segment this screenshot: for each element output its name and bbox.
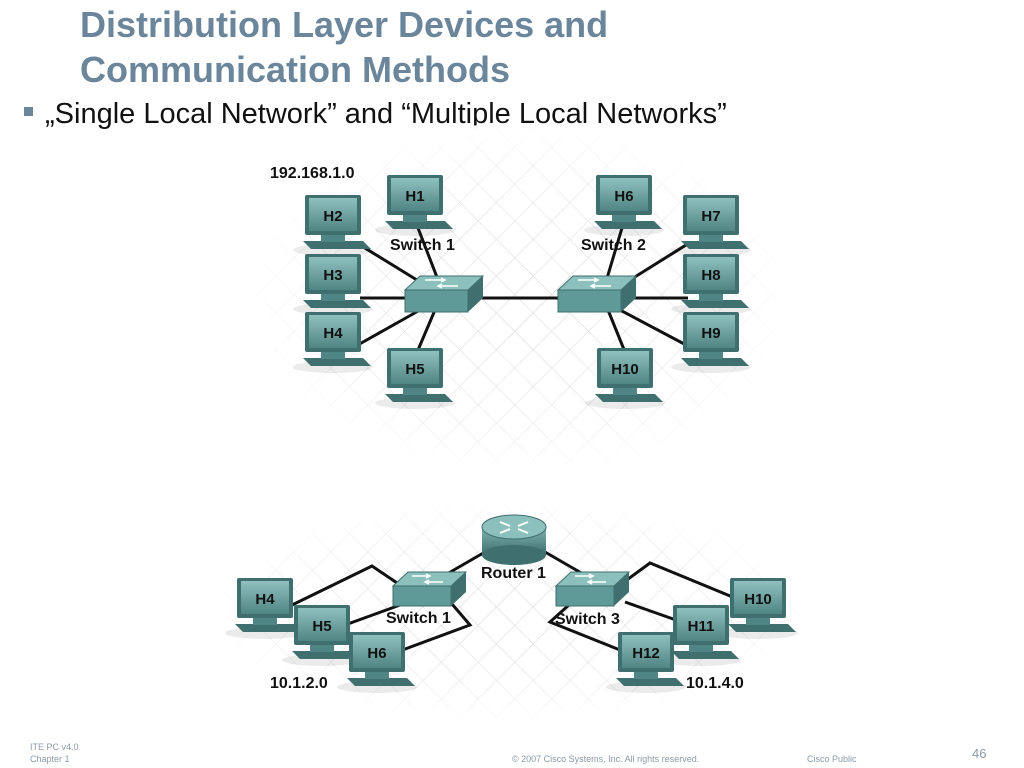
bottom-host-2-label: H5 <box>312 618 331 635</box>
top-host-6: H6 <box>584 175 664 236</box>
switch2-top <box>556 275 638 313</box>
link-h11-switch3 <box>624 600 677 622</box>
bottom-host-6: H12 <box>606 632 686 693</box>
top-host-10-label: H10 <box>611 361 639 378</box>
top-host-10: H10 <box>585 348 665 409</box>
switch1-top <box>403 275 485 313</box>
top-host-2: H2 <box>293 195 373 256</box>
top-host-3: H3 <box>293 254 373 315</box>
bottom-host-1-label: H4 <box>255 591 275 608</box>
top-host-1-label: H1 <box>405 188 424 205</box>
bottom-host-4-label: H10 <box>744 591 772 608</box>
top-switch2-label: Switch 2 <box>581 237 646 254</box>
link-h5-switch1b <box>344 603 401 627</box>
top-host-5-label: H5 <box>405 361 424 378</box>
bottom-host-5: H11 <box>661 605 741 666</box>
link-h9-switch2 <box>619 308 689 348</box>
bottom-host-2: H5 <box>282 605 362 666</box>
bottom-host-4: H10 <box>718 578 798 639</box>
link-h10-switch3 <box>619 561 736 600</box>
bottom-switch3-label: Switch 3 <box>555 611 620 628</box>
top-host-9-label: H9 <box>701 325 720 342</box>
bottom-network-right-label: 10.1.4.0 <box>686 675 744 692</box>
router1-label: Router 1 <box>481 565 546 582</box>
top-host-4: H4 <box>293 312 373 373</box>
top-host-7: H7 <box>671 195 751 256</box>
top-network-label: 192.168.1.0 <box>270 165 355 182</box>
bottom-switch1-label: Switch 1 <box>386 610 451 627</box>
link-h6-switch1b <box>396 603 473 654</box>
router1 <box>481 514 547 565</box>
top-host-6-label: H6 <box>614 188 633 205</box>
link-h5-switch1 <box>416 309 437 351</box>
footer-copyright: © 2007 Cisco Systems, Inc. All rights re… <box>512 754 700 764</box>
top-host-4-label: H4 <box>323 325 343 342</box>
top-floor-grid <box>248 123 792 477</box>
link-h4-switch1b <box>289 564 401 608</box>
bullet-item: „Single Local Network” and “Multiple Loc… <box>24 98 727 131</box>
top-host-9: H9 <box>671 312 751 373</box>
bottom-host-3-label: H6 <box>367 645 386 662</box>
bottom-host-5-label: H11 <box>688 618 715 635</box>
top-host-1: H1 <box>375 175 455 236</box>
slide-title-line-2: Communication Methods <box>80 49 510 90</box>
slide-title-line-1: Distribution Layer Devices and <box>80 4 609 45</box>
bottom-links <box>289 550 736 654</box>
footer-chapter: Chapter 1 <box>30 754 70 764</box>
top-host-5: H5 <box>375 348 455 409</box>
switch3-bottom <box>554 571 631 607</box>
bottom-host-3: H6 <box>337 632 417 693</box>
footer-course: ITE PC v4.0 <box>30 742 79 752</box>
footer-classification: Cisco Public <box>807 754 857 764</box>
slide-title: Distribution Layer Devices and Communica… <box>80 2 780 92</box>
top-host-8: H8 <box>671 254 751 315</box>
bottom-host-6-label: H12 <box>632 645 660 662</box>
top-host-8-label: H8 <box>701 267 720 284</box>
bullet-square-icon <box>24 107 33 116</box>
bottom-network-left-label: 10.1.2.0 <box>270 675 328 692</box>
top-host-3-label: H3 <box>323 267 342 284</box>
link-h4-switch1 <box>355 308 421 348</box>
footer-page-number: 46 <box>972 746 987 761</box>
bullet-text: „Single Local Network” and “Multiple Loc… <box>45 98 727 130</box>
bottom-host-1: H4 <box>225 578 305 639</box>
switch1-bottom <box>391 571 468 607</box>
top-host-2-label: H2 <box>323 208 342 225</box>
link-h10-switch2 <box>606 309 627 353</box>
top-host-7-label: H7 <box>701 208 720 225</box>
top-switch1-label: Switch 1 <box>390 237 455 254</box>
link-h12-switch3 <box>547 602 626 654</box>
link-h2-switch1 <box>359 243 426 287</box>
